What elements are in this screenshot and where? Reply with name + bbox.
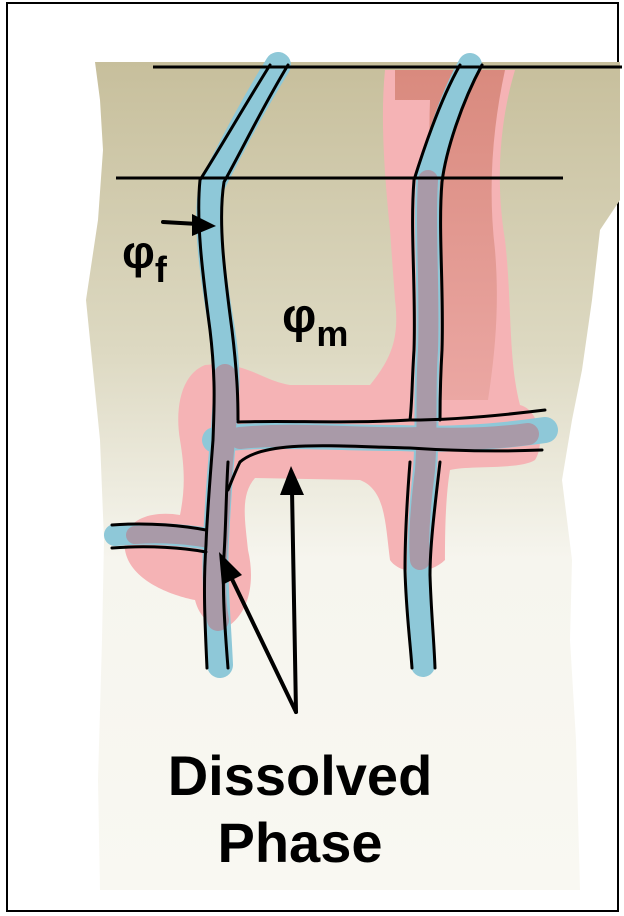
phi-m-subscript: m xyxy=(316,313,348,354)
dissolved-phase-line-2: Phase xyxy=(218,811,383,874)
phi-m-symbol: φ xyxy=(282,290,316,343)
dissolved-phase-line-1: Dissolved xyxy=(168,744,433,807)
phi-f-subscript: f xyxy=(155,249,168,290)
phi-f-symbol: φ xyxy=(122,226,155,278)
